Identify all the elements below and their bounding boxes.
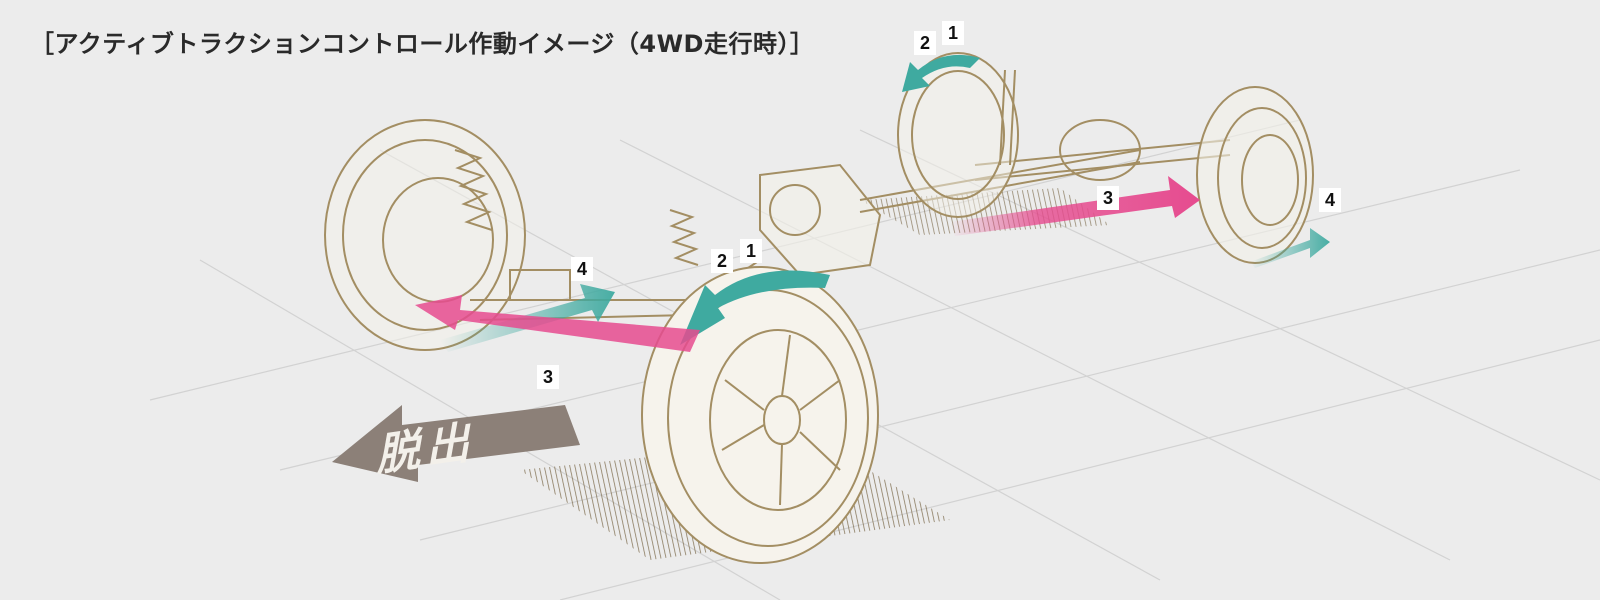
page-title: ［アクティブトラクションコントロール作動イメージ（4WD走行時）］ bbox=[30, 30, 815, 58]
rear-torque-arrow bbox=[950, 176, 1200, 236]
step-label: 1 bbox=[740, 239, 762, 263]
front-right-tire bbox=[641, 266, 879, 564]
step-label: 3 bbox=[537, 365, 559, 389]
rear-right-brake-arrow bbox=[1250, 228, 1330, 268]
exit-direction-arrow bbox=[332, 405, 580, 482]
rear-right-tire bbox=[1196, 86, 1314, 264]
front-left-tire bbox=[324, 119, 526, 351]
torque-arrows bbox=[415, 176, 1200, 352]
front-right-rotation-arrow bbox=[680, 270, 830, 345]
step-label: 3 bbox=[1097, 186, 1119, 210]
drivetrain-sketch bbox=[324, 52, 1314, 564]
step-label: 4 bbox=[1319, 188, 1341, 212]
step-label: 2 bbox=[711, 249, 733, 273]
step-label: 2 bbox=[914, 31, 936, 55]
step-label: 4 bbox=[571, 257, 593, 281]
rear-left-rotation-arrow bbox=[902, 54, 980, 92]
step-label: 1 bbox=[942, 21, 964, 45]
front-torque-arrow bbox=[415, 295, 700, 352]
rear-left-tire bbox=[897, 52, 1019, 218]
